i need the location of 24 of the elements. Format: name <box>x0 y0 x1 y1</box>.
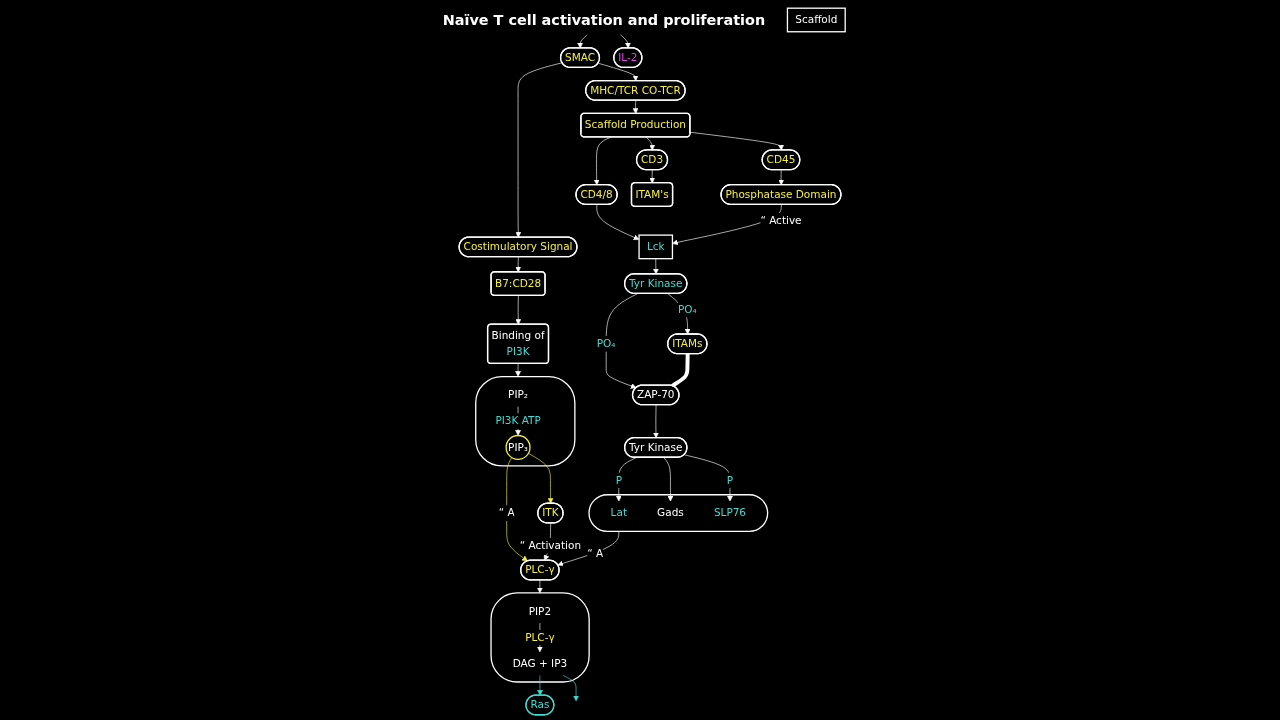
edge-label: PO₄ <box>596 337 616 350</box>
cluster <box>475 375 576 467</box>
edge-label: “ A <box>587 546 604 560</box>
node-text: PIP2 <box>528 604 552 618</box>
edge-label: PI3K ATP <box>495 414 541 427</box>
cluster <box>588 494 769 533</box>
node-circle: PIP₃ <box>505 434 531 460</box>
edge-label: P <box>615 473 622 487</box>
node-box: Scaffold <box>786 7 846 33</box>
edge-label: “ A <box>498 506 515 519</box>
cluster <box>490 592 590 683</box>
edge-label: P <box>726 473 734 487</box>
edge-label: PLC-γ <box>525 630 555 644</box>
edge-label: “ Active <box>760 214 802 227</box>
node-text: Gads <box>657 506 684 519</box>
node-text: Naïve T cell activation and proliferation <box>442 11 766 29</box>
connector <box>671 353 690 388</box>
edge-label: PO₄ <box>677 303 697 316</box>
node-box: Lck <box>638 234 674 260</box>
node-text: DAG + IP3 <box>512 657 568 670</box>
node-text: Lat <box>610 506 627 519</box>
edge-label: “ Activation <box>519 539 582 552</box>
node-text: SLP76 <box>713 506 747 519</box>
node-text: PIP₂ <box>508 388 529 401</box>
